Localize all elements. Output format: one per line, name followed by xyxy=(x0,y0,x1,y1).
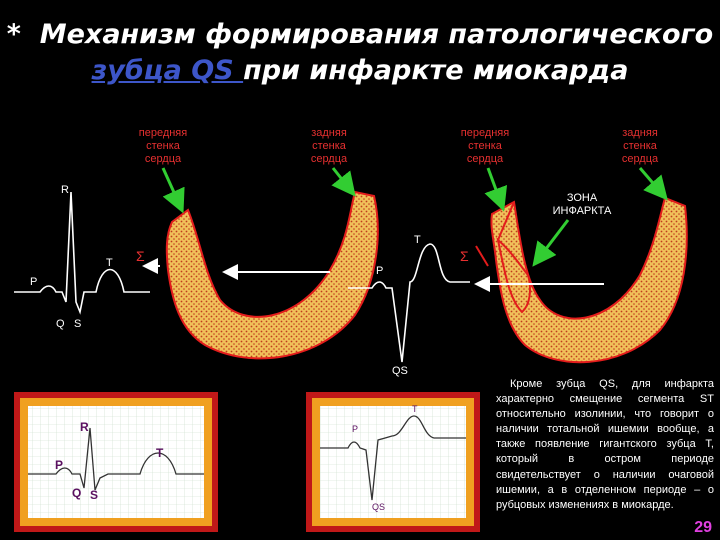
strip1-label-T: T xyxy=(156,446,163,460)
wave-label-T: T xyxy=(106,257,113,269)
wave-label-P: P xyxy=(30,276,37,288)
strip2-label-P: P xyxy=(352,424,358,434)
label-infarct-zone: ЗОНА ИНФАРКТА xyxy=(546,192,618,218)
wave-label-T2: T xyxy=(414,234,421,246)
wave-label-sigma-2: Σ xyxy=(460,248,469,264)
strip1-label-R: R xyxy=(80,420,89,434)
description-text: Кроме зубца QS, для инфаркта характерно … xyxy=(496,377,714,513)
arrow-posterior-1 xyxy=(333,168,352,192)
red-slash xyxy=(476,246,488,266)
ecg-trace-normal xyxy=(14,192,150,312)
label-anterior-2: передняя стенка сердца xyxy=(452,127,518,166)
wave-label-Q: Q xyxy=(56,318,65,330)
strip1-label-S: S xyxy=(90,488,98,502)
arrow-posterior-2 xyxy=(640,168,664,196)
arrow-anterior-1 xyxy=(163,168,181,208)
arrow-zone xyxy=(536,220,568,262)
wave-label-R: R xyxy=(61,184,69,196)
heart-wall-left xyxy=(167,192,378,358)
wave-label-QS: QS xyxy=(392,365,408,377)
page-number: 29 xyxy=(694,519,712,537)
wave-label-S: S xyxy=(74,318,81,330)
wave-label-P2: P xyxy=(376,265,383,277)
strip1-label-P: P xyxy=(55,458,63,472)
label-anterior-1: передняя стенка сердца xyxy=(130,127,196,166)
label-posterior-2: задняя стенка сердца xyxy=(607,127,673,166)
label-posterior-1: задняя стенка сердца xyxy=(296,127,362,166)
strip2-label-T: T xyxy=(412,404,418,414)
wave-label-sigma: Σ xyxy=(136,248,145,264)
arrow-anterior-2 xyxy=(488,168,502,206)
heart-wall-right xyxy=(491,198,686,362)
strip2-label-QS: QS xyxy=(372,502,385,512)
strip1-label-Q: Q xyxy=(72,486,81,500)
